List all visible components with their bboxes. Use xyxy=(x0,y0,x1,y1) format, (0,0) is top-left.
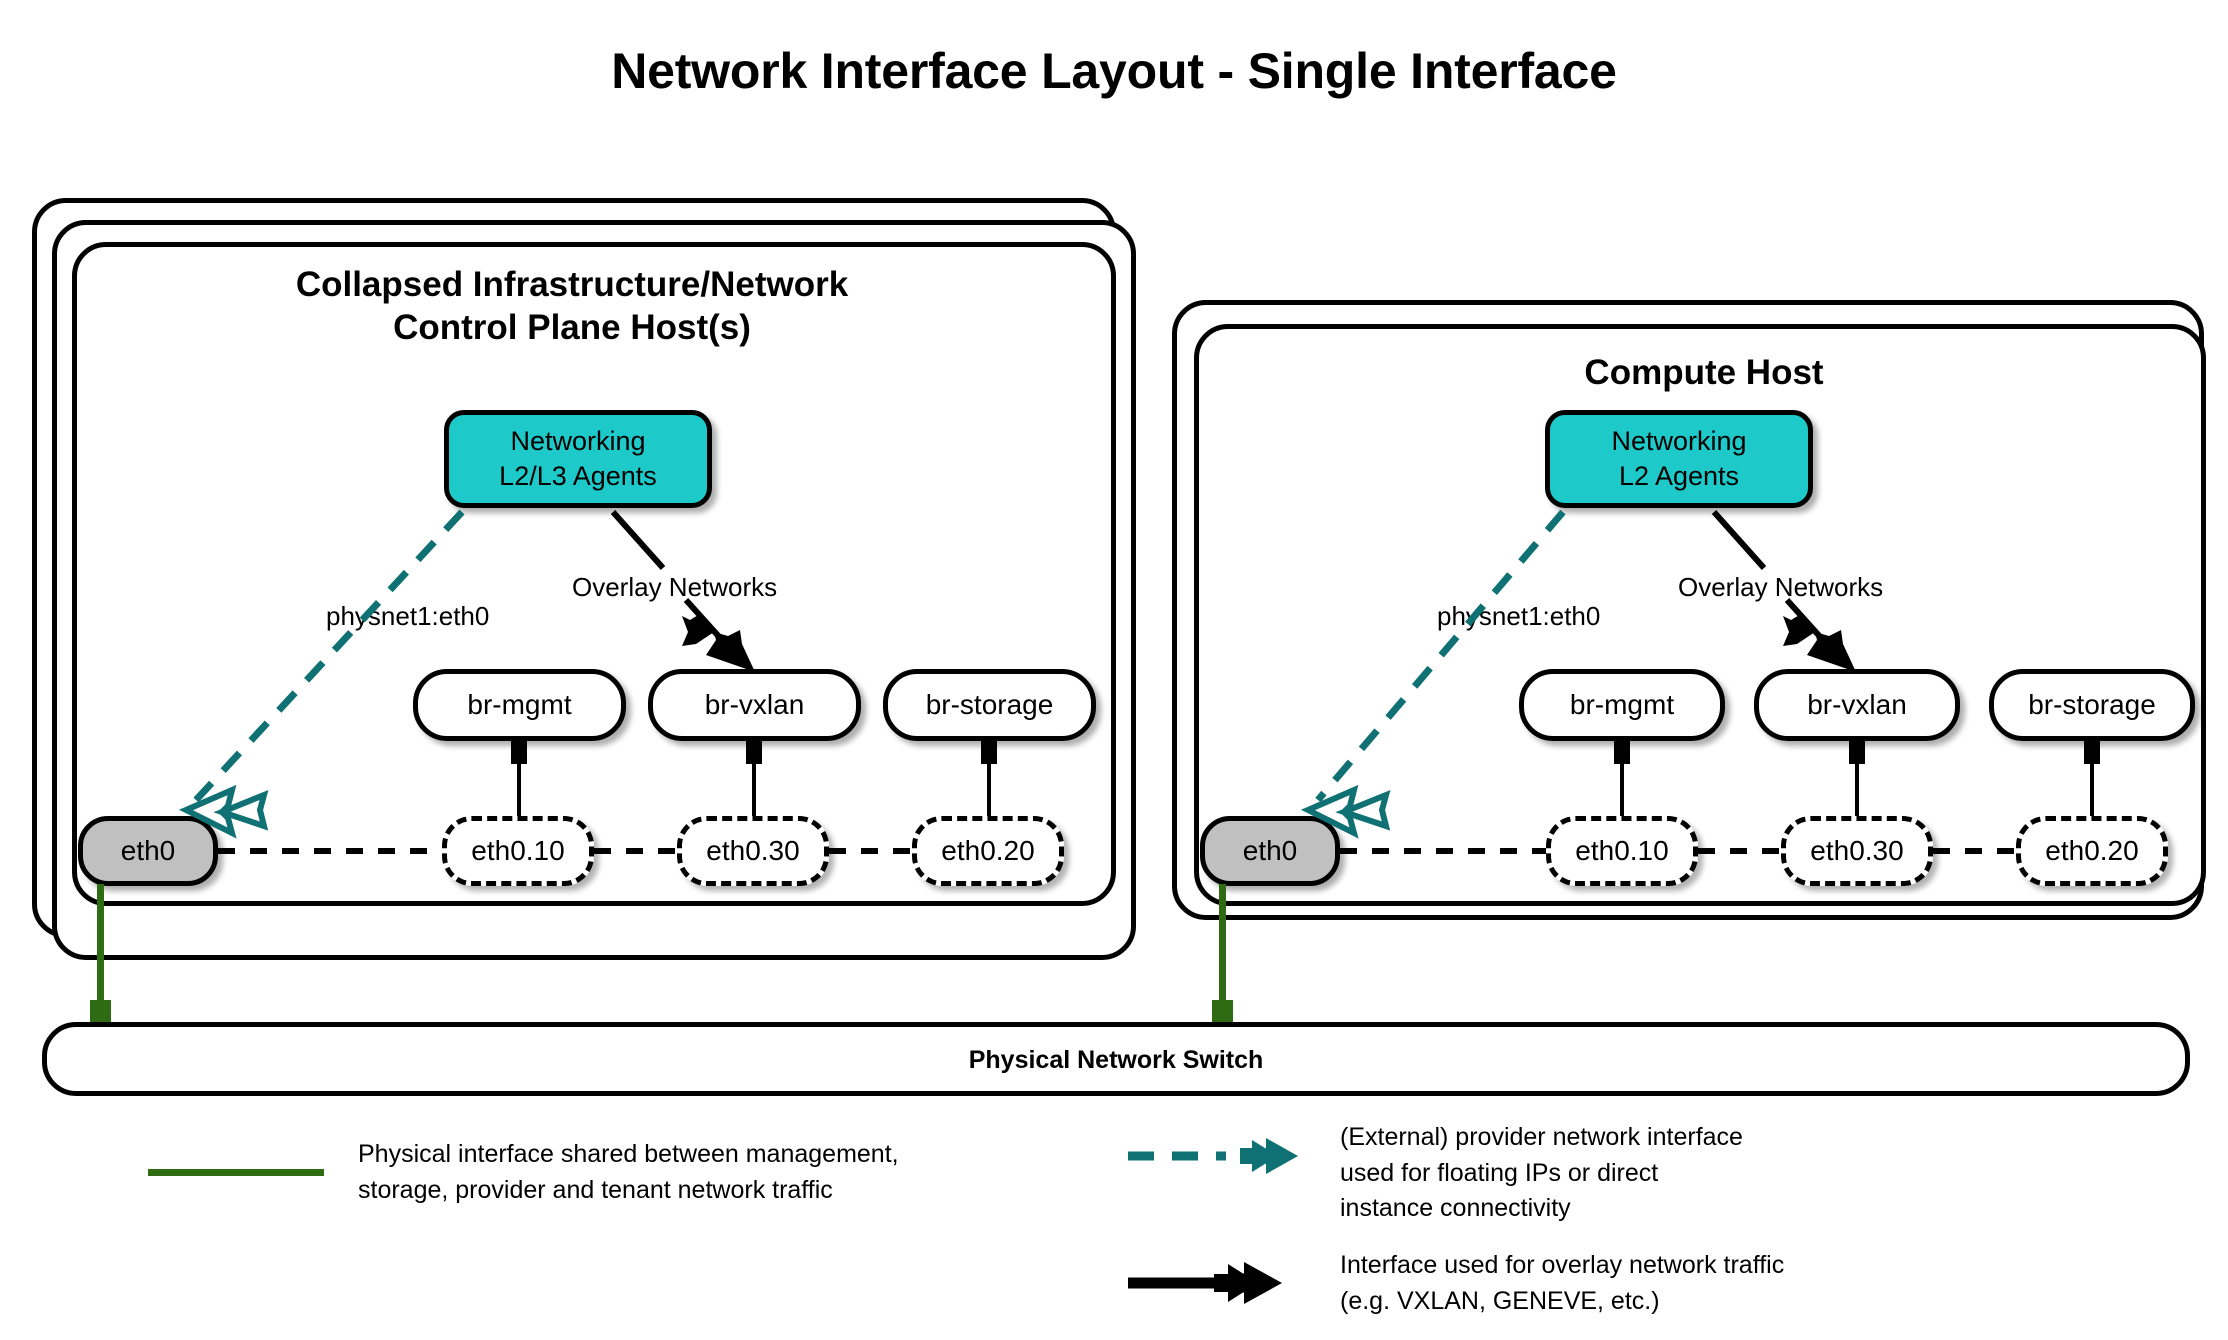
compute-overlay-edge-label: Overlay Networks xyxy=(1678,572,1884,602)
bridge-label: br-storage xyxy=(925,689,1054,720)
compute-agents-label: Networking L2 Agents xyxy=(1611,426,1747,491)
compute-bridge-br-storage[interactable]: br-storage xyxy=(1989,669,2195,741)
control-plane-provider-edge-label: physnet1:eth0 xyxy=(326,601,490,631)
bridge-label: br-vxlan xyxy=(704,689,805,720)
control-plane-vlan-eth0-20[interactable]: eth0.20 xyxy=(912,816,1064,886)
control-plane-networking-agents[interactable]: Networking L2/L3 Agents xyxy=(444,410,712,508)
legend-physical-interface-marker xyxy=(148,1169,324,1176)
edge-compute-br-storage-to-eth020 xyxy=(2090,738,2094,822)
compute-vlan-eth0-20[interactable]: eth0.20 xyxy=(2016,816,2168,886)
control-plane-uplink-line xyxy=(97,884,104,1016)
vlan-label: eth0.30 xyxy=(706,835,800,866)
legend-provider-network-text: (External) provider network interface us… xyxy=(1340,1123,1743,1222)
physical-network-switch[interactable] xyxy=(42,1022,2190,1096)
compute-networking-agents[interactable]: Networking L2 Agents xyxy=(1545,410,1813,508)
control-plane-vlan-eth0-30[interactable]: eth0.30 xyxy=(677,816,829,886)
physical-interface-label: eth0 xyxy=(120,835,176,866)
vlan-label: eth0.10 xyxy=(471,835,565,866)
legend-physical-interface-text: Physical interface shared between manage… xyxy=(358,1140,899,1204)
physical-interface-label: eth0 xyxy=(1242,835,1298,866)
compute-uplink-line xyxy=(1219,884,1226,1016)
bridge-label: br-mgmt xyxy=(1569,689,1675,720)
legend-overlay-network-text: Interface used for overlay network traff… xyxy=(1340,1251,1785,1315)
control-plane-bridge-br-storage[interactable]: br-storage xyxy=(883,669,1096,741)
legend-overlay-network-marker xyxy=(1128,1262,1282,1304)
vlan-label: eth0.20 xyxy=(941,835,1035,866)
bridge-label: br-mgmt xyxy=(467,689,572,720)
edge-br-vxlan-to-eth030 xyxy=(752,738,756,822)
legend-provider-network-marker xyxy=(1128,1138,1298,1174)
edge-compute-br-vxlan-to-eth030 xyxy=(1855,738,1859,822)
vlan-label: eth0.10 xyxy=(1575,835,1669,866)
compute-vlan-eth0-30[interactable]: eth0.30 xyxy=(1781,816,1933,886)
edge-br-mgmt-to-eth010 xyxy=(517,738,521,822)
compute-bridge-br-mgmt[interactable]: br-mgmt xyxy=(1519,669,1725,741)
physical-network-switch-label: Physical Network Switch xyxy=(968,1046,1264,1074)
edge-compute-br-mgmt-to-eth010 xyxy=(1620,738,1624,822)
compute-physical-interface-eth0[interactable]: eth0 xyxy=(1200,816,1340,886)
page-title: Network Interface Layout - Single Interf… xyxy=(611,43,1617,99)
control-plane-bridge-br-vxlan[interactable]: br-vxlan xyxy=(648,669,861,741)
control-plane-bridge-br-mgmt[interactable]: br-mgmt xyxy=(413,669,626,741)
control-plane-vlan-eth0-10[interactable]: eth0.10 xyxy=(442,816,594,886)
control-plane-physical-interface-eth0[interactable]: eth0 xyxy=(78,816,218,886)
vlan-label: eth0.20 xyxy=(2045,835,2139,866)
edge-br-storage-to-eth020 xyxy=(987,738,991,822)
compute-bridge-br-vxlan[interactable]: br-vxlan xyxy=(1754,669,1960,741)
control-plane-host-title: Collapsed Infrastructure/Network Control… xyxy=(295,265,849,347)
control-plane-overlay-edge-label: Overlay Networks xyxy=(572,572,778,602)
compute-host-title: Compute Host xyxy=(1584,353,1824,392)
compute-provider-edge-label: physnet1:eth0 xyxy=(1437,601,1601,631)
compute-vlan-eth0-10[interactable]: eth0.10 xyxy=(1546,816,1698,886)
control-plane-agents-label: Networking L2/L3 Agents xyxy=(499,426,657,491)
bridge-label: br-vxlan xyxy=(1807,689,1907,720)
bridge-label: br-storage xyxy=(2028,689,2156,720)
vlan-label: eth0.30 xyxy=(1810,835,1904,866)
